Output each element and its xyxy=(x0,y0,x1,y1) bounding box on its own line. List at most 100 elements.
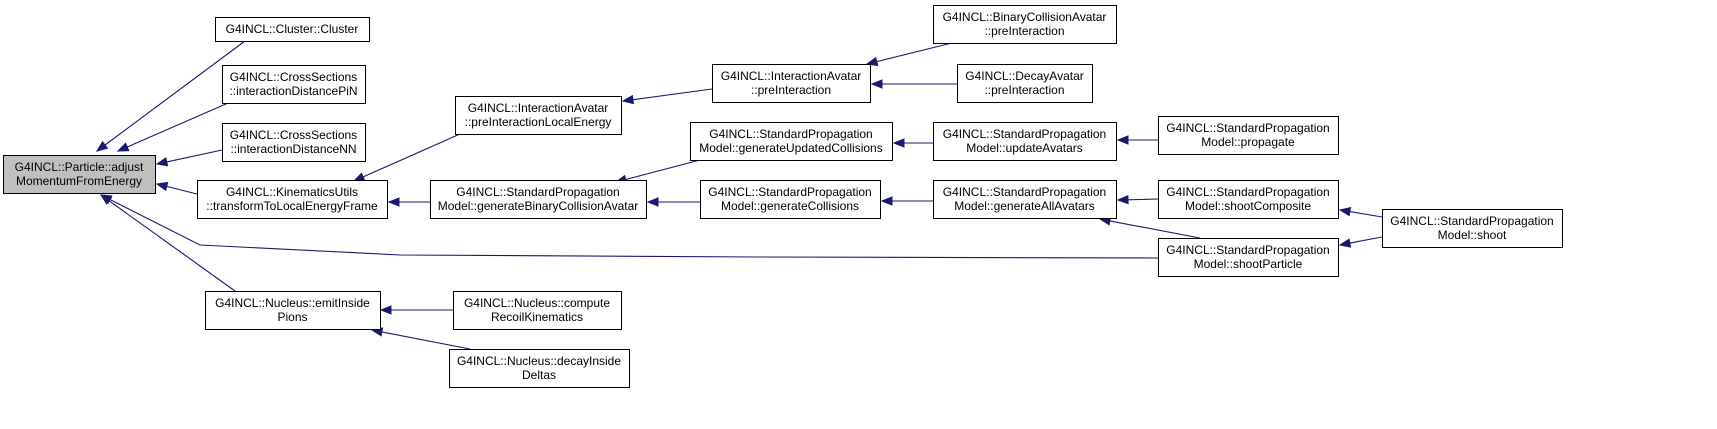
node-label-line: G4INCL::InteractionAvatar xyxy=(468,101,609,115)
node-iaPre[interactable]: G4INCL::InteractionAvatar::preInteractio… xyxy=(712,64,871,103)
edge-kin-to-adjust xyxy=(155,181,198,195)
edge-line xyxy=(108,200,236,292)
node-label-line: G4INCL::CrossSections xyxy=(230,128,357,142)
node-box xyxy=(197,180,388,219)
node-box xyxy=(205,291,381,330)
edge-spmGenUpd-to-spmGenBin xyxy=(614,159,701,184)
edge-emit-to-adjust xyxy=(99,194,236,292)
edge-spmUpd-to-spmGenUpd xyxy=(892,138,933,148)
node-label-line: G4INCL::Nucleus::emitInside xyxy=(215,296,370,310)
edge-line xyxy=(109,199,1159,259)
node-box xyxy=(1158,180,1339,219)
node-label-line: Model::generateBinaryCollisionAvatar xyxy=(438,199,639,213)
edge-line xyxy=(1349,236,1383,244)
arrowhead xyxy=(1338,238,1352,248)
arrowhead xyxy=(99,194,113,205)
arrowhead xyxy=(155,181,169,192)
node-label-line: ::preInteraction xyxy=(984,83,1064,97)
node-label-line: G4INCL::Particle::adjust xyxy=(15,160,144,174)
node-spmGenUpd[interactable]: G4INCL::StandardPropagationModel::genera… xyxy=(690,122,893,161)
edge-spmPart-to-spmAll xyxy=(1098,216,1201,239)
node-label-line: G4INCL::StandardPropagation xyxy=(1166,243,1329,257)
node-spmUpd[interactable]: G4INCL::StandardPropagationModel::update… xyxy=(933,122,1117,161)
node-csPiN[interactable]: G4INCL::CrossSections::interactionDistan… xyxy=(222,65,366,104)
arrowhead xyxy=(155,157,169,167)
node-box xyxy=(222,65,366,104)
arrowhead xyxy=(352,172,366,182)
edge-line xyxy=(166,149,223,163)
node-adjust[interactable]: G4INCL::Particle::adjustMomentumFromEner… xyxy=(3,155,156,194)
node-label-line: Model::propagate xyxy=(1201,135,1295,149)
node-label-line: ::preInteraction xyxy=(751,83,831,97)
node-label-line: Pions xyxy=(277,310,307,324)
node-label-line: Model::generateAllAvatars xyxy=(954,199,1095,213)
node-label-line: G4INCL::Cluster::Cluster xyxy=(226,22,359,36)
edge-iaPre-to-iaLocal xyxy=(621,88,713,105)
edge-line xyxy=(632,88,713,101)
node-label-line: G4INCL::StandardPropagation xyxy=(1166,121,1329,135)
node-box xyxy=(933,180,1117,219)
node-kin[interactable]: G4INCL::KinematicsUtils::transformToLoca… xyxy=(197,180,388,219)
node-label-line: RecoilKinematics xyxy=(491,310,583,324)
node-spmGenColl[interactable]: G4INCL::StandardPropagationModel::genera… xyxy=(700,180,881,219)
edge-spmShoot-to-spmComp xyxy=(1338,207,1383,218)
node-box xyxy=(1158,116,1339,155)
edge-csNN-to-adjust xyxy=(155,149,223,167)
node-label-line: Model::shootParticle xyxy=(1194,257,1303,271)
node-label-line: G4INCL::StandardPropagation xyxy=(943,185,1106,199)
arrowhead xyxy=(880,196,893,206)
node-cluster[interactable]: G4INCL::Cluster::Cluster xyxy=(215,17,370,42)
node-label-line: ::interactionDistancePiN xyxy=(229,84,357,98)
node-box xyxy=(712,64,871,103)
node-box xyxy=(1382,209,1563,248)
arrowhead xyxy=(116,142,130,152)
node-label-line: G4INCL::BinaryCollisionAvatar xyxy=(943,10,1107,24)
node-box xyxy=(3,155,156,194)
node-decPre[interactable]: G4INCL::DecayAvatar::preInteraction xyxy=(957,64,1093,103)
node-box xyxy=(700,180,881,219)
arrowhead xyxy=(865,56,879,67)
node-iaLocal[interactable]: G4INCL::InteractionAvatar::preInteractio… xyxy=(455,96,622,135)
edge-line xyxy=(1127,198,1159,201)
edge-line xyxy=(625,159,701,181)
node-spmGenBin[interactable]: G4INCL::StandardPropagationModel::genera… xyxy=(430,180,647,219)
edge-line xyxy=(166,185,198,195)
edge-compRecoil-to-emit xyxy=(379,305,453,315)
node-label-line: Model::shootComposite xyxy=(1185,199,1311,213)
edge-cluster-to-adjust xyxy=(95,40,246,152)
node-binPre[interactable]: G4INCL::BinaryCollisionAvatar::preIntera… xyxy=(933,5,1117,44)
node-box xyxy=(215,17,370,42)
node-label-line: G4INCL::CrossSections xyxy=(230,70,357,84)
node-spmAll[interactable]: G4INCL::StandardPropagationModel::genera… xyxy=(933,180,1117,219)
node-label-line: Model::updateAvatars xyxy=(966,141,1083,155)
edge-line xyxy=(362,133,461,178)
arrowhead xyxy=(1338,207,1352,217)
node-label-line: G4INCL::Nucleus::decayInside xyxy=(457,354,621,368)
node-label-line: G4INCL::Nucleus::compute xyxy=(464,296,610,310)
node-label-line: Model::shoot xyxy=(1438,228,1507,242)
node-label-line: MomentumFromEnergy xyxy=(16,174,142,188)
edge-line xyxy=(1349,211,1383,218)
node-label-line: ::preInteractionLocalEnergy xyxy=(465,115,612,129)
nodes-layer: G4INCL::Particle::adjustMomentumFromEner… xyxy=(3,5,1563,388)
edge-spmProp-to-spmUpd xyxy=(1116,135,1158,145)
edge-spmAll-to-spmGenColl xyxy=(880,196,933,206)
edge-line xyxy=(1109,220,1201,239)
arrowhead xyxy=(95,140,109,152)
edge-line xyxy=(126,99,236,148)
edge-line xyxy=(381,331,471,350)
node-csNN[interactable]: G4INCL::CrossSections::interactionDistan… xyxy=(222,123,366,162)
edge-decPre-to-iaPre xyxy=(870,79,957,89)
node-spmPart[interactable]: G4INCL::StandardPropagationModel::shootP… xyxy=(1158,238,1339,277)
node-label-line: G4INCL::StandardPropagation xyxy=(1166,185,1329,199)
node-label-line: G4INCL::StandardPropagation xyxy=(456,185,619,199)
edges-layer xyxy=(95,40,1383,350)
node-spmProp[interactable]: G4INCL::StandardPropagationModel::propag… xyxy=(1158,116,1339,155)
node-spmComp[interactable]: G4INCL::StandardPropagationModel::shootC… xyxy=(1158,180,1339,219)
node-label-line: G4INCL::StandardPropagation xyxy=(708,185,871,199)
node-label-line: G4INCL::KinematicsUtils xyxy=(226,185,358,199)
